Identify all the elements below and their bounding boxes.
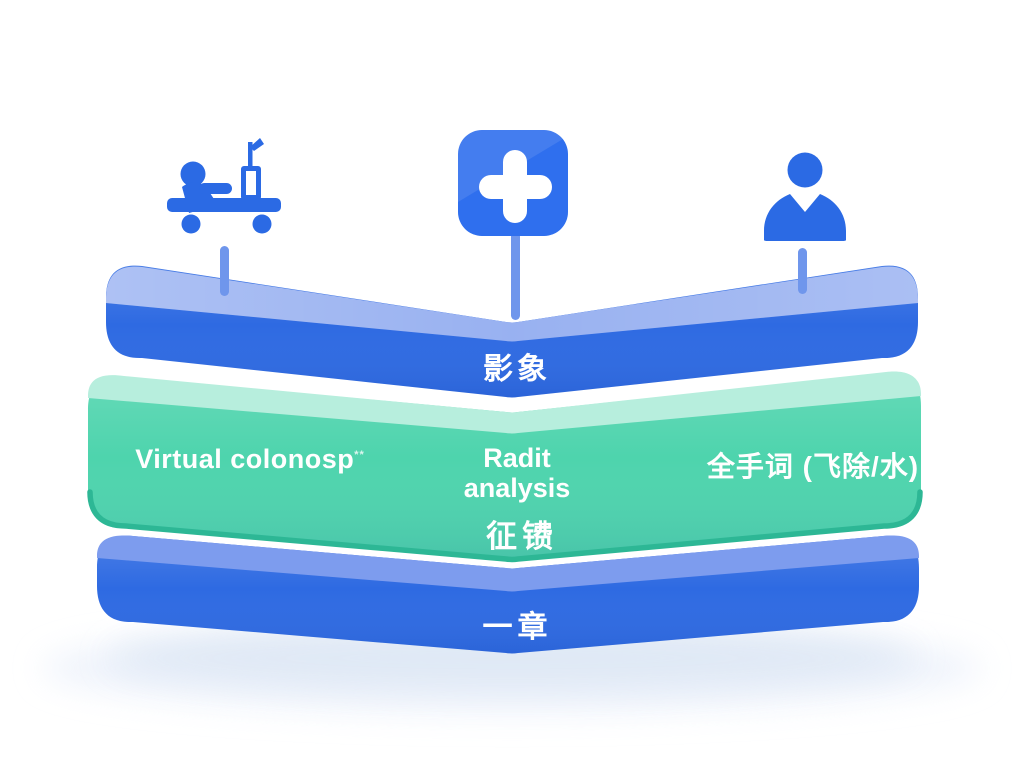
connector-center — [511, 232, 520, 320]
medical-cross-icon — [458, 130, 568, 236]
connector-right — [798, 248, 807, 294]
ground-shadow — [42, 624, 982, 712]
layer-top-slab — [106, 265, 918, 398]
layer-top-surface-sheen — [106, 266, 918, 342]
layer-bottom-slab — [97, 535, 919, 654]
layer-middle-surface — [88, 371, 921, 434]
connector-left — [220, 246, 229, 296]
medical-cross-glyph — [479, 150, 552, 223]
layer-bottom-surface — [97, 535, 919, 592]
layer-middle-front-shade — [88, 372, 921, 562]
connectors — [220, 232, 807, 320]
layer-middle-slab — [87, 371, 923, 563]
layer-middle-bottom-edge — [87, 489, 923, 563]
person-icon — [764, 152, 846, 241]
patient-stretcher-icon — [167, 138, 281, 234]
